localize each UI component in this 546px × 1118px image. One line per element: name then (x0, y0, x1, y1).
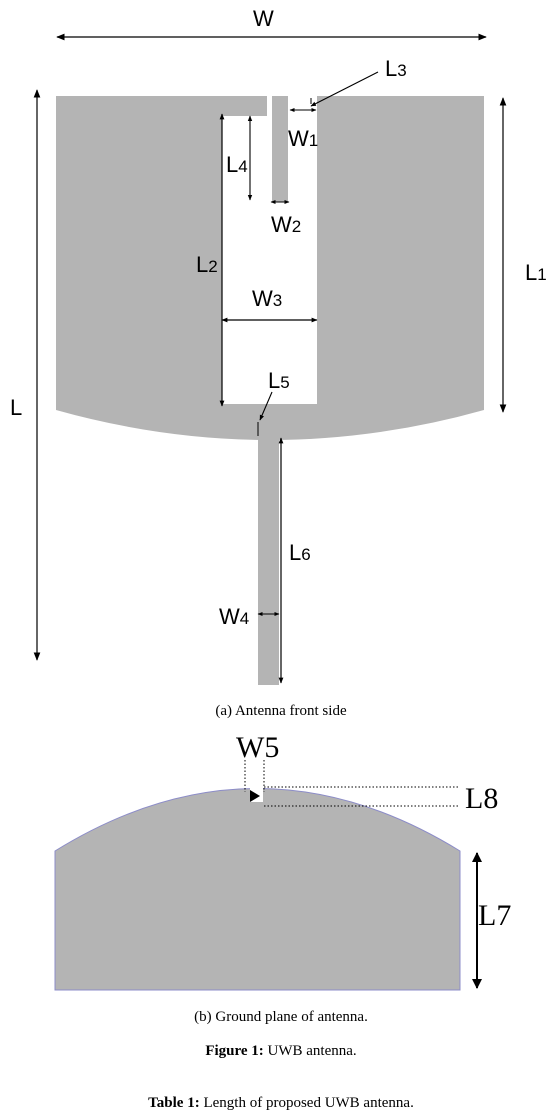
label-l3: L3 (385, 56, 407, 81)
label-l2: L2 (196, 252, 218, 277)
label-l7: L7 (478, 899, 511, 932)
label-w5: W5 (236, 731, 279, 764)
antenna-ground-view: W5 L8 L7 (b) Ground plane of antenna. (54, 731, 511, 1025)
figure-caption-text: UWB antenna. (264, 1043, 357, 1059)
label-w3: W3 (252, 286, 282, 311)
caption-ground: (b) Ground plane of antenna. (194, 1009, 368, 1025)
dim-l5-leader (259, 391, 273, 421)
label-l: L (10, 395, 22, 420)
label-w4: W4 (219, 604, 249, 629)
label-l6: L6 (289, 540, 311, 565)
table-caption: Table 1: Length of proposed UWB antenna. (148, 1095, 414, 1111)
caption-front: (a) Antenna front side (215, 703, 347, 719)
label-l4: L4 (226, 152, 248, 177)
ground-plane (54, 788, 461, 991)
table-caption-label: Table 1: (148, 1095, 200, 1111)
antenna-front-view: W L L1 L3 W1 L4 W2 L2 W3 L5 L6 (10, 6, 546, 719)
label-w1: W1 (288, 126, 318, 151)
dim-l3-leader (310, 71, 379, 107)
label-l1: L1 (525, 260, 546, 285)
patch-slot (222, 96, 317, 404)
figure-caption-label: Figure 1: (205, 1043, 263, 1059)
table-caption-text: Length of proposed UWB antenna. (200, 1095, 414, 1111)
label-w2: W2 (271, 212, 301, 237)
label-l8: L8 (465, 782, 498, 815)
label-w: W (253, 6, 274, 31)
feed-line (258, 420, 279, 685)
ground-slot-arrowhead (250, 790, 260, 802)
label-l5: L5 (268, 368, 290, 393)
figure-caption: Figure 1: UWB antenna. (205, 1043, 356, 1059)
